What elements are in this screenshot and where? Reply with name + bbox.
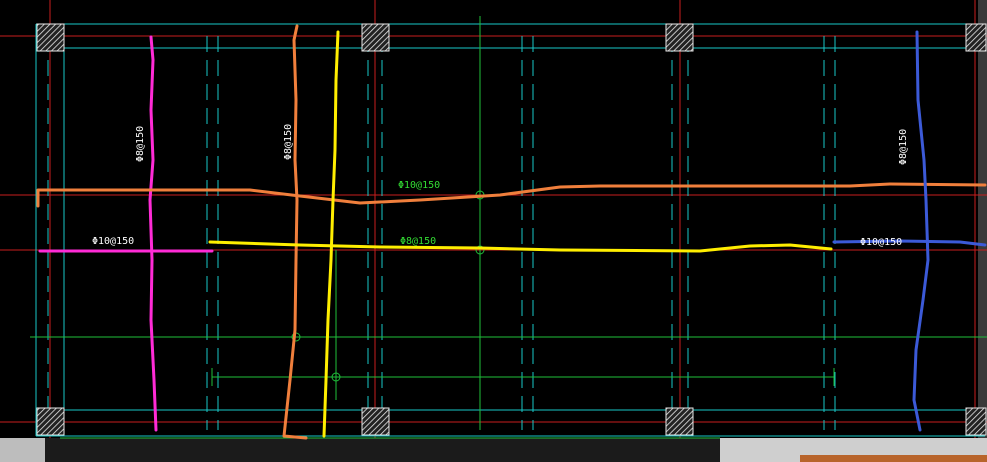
hatched-square-column-icon (965, 23, 987, 52)
hatched-square-column-icon (361, 407, 390, 436)
circle-node-icon (475, 245, 485, 255)
rebar-yellow-vertical (322, 30, 340, 438)
rebar-yellow-horizontal (208, 240, 833, 253)
rebars (36, 24, 987, 440)
beam-outlines (35, 23, 985, 437)
label-orange-vertical: Φ8@150 (283, 124, 294, 160)
circle-node-icon (331, 372, 341, 382)
rebar-orange-horizontal (36, 182, 987, 208)
label-blue-horizontal: Φ10@150 (860, 237, 902, 248)
rebar-magenta-vertical (148, 35, 158, 432)
hatched-square-column-icon (665, 407, 694, 436)
rebar-blue-vertical (912, 30, 930, 432)
rebar-orange-vertical (282, 24, 308, 440)
columns (36, 23, 987, 436)
bottom-window-strip-light (0, 438, 45, 462)
rebar-blue-horizontal (832, 239, 987, 247)
hatched-square-column-icon (36, 407, 65, 436)
hatched-square-column-icon (361, 23, 390, 52)
label-orange-horizontal: Φ10@150 (398, 180, 440, 191)
hatched-square-column-icon (36, 23, 65, 52)
dimension-lines (30, 16, 987, 439)
label-yellow-horizontal: Φ8@150 (400, 236, 436, 247)
hatched-square-column-icon (665, 23, 694, 52)
beam-dashed-lines (47, 36, 836, 430)
right-edge-panel (978, 0, 987, 438)
bottom-window-strip-accent (800, 455, 987, 462)
hatched-square-column-icon (965, 407, 987, 436)
label-magenta-horizontal: Φ10@150 (92, 236, 134, 247)
label-magenta-vertical: Φ8@150 (135, 126, 146, 162)
label-blue-vertical: Φ8@150 (898, 129, 909, 165)
axis-grid (0, 0, 987, 438)
